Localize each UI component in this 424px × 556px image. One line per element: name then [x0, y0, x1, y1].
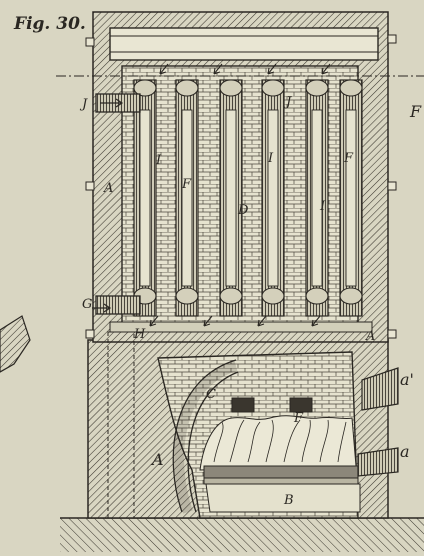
fire-flames	[199, 415, 357, 471]
label-J-top: J	[82, 97, 88, 112]
figure-title: Fig. 30.	[14, 14, 86, 34]
label-a: a	[400, 442, 410, 461]
door-a-prime[interactable]	[361, 367, 399, 411]
label-F-right: F	[344, 151, 354, 166]
heater-tube	[305, 79, 329, 317]
side-section-detail	[0, 315, 31, 373]
label-a-prime: a'	[400, 370, 414, 389]
label-I-mid: I	[268, 151, 274, 166]
arrow-in-top	[100, 98, 124, 108]
label-F-edge: F	[410, 102, 422, 121]
heater-tube	[219, 79, 243, 317]
inlet-pipe-bottom[interactable]	[95, 295, 141, 315]
label-A-left: A	[104, 181, 114, 196]
top-bolts	[85, 34, 397, 339]
heater-tube	[133, 79, 157, 317]
top-plate	[109, 27, 379, 61]
downflue-H	[107, 331, 135, 519]
label-B: B	[284, 493, 294, 508]
heater-tubes	[133, 79, 363, 317]
opening-right	[289, 397, 313, 413]
label-G: G	[82, 297, 93, 312]
label-D: D	[238, 203, 249, 218]
arch-C	[174, 361, 238, 514]
heater-tube	[175, 79, 199, 317]
heater-tube	[261, 79, 285, 317]
label-J-inner: J	[286, 95, 292, 110]
label-C: C	[206, 387, 216, 402]
grate	[203, 477, 359, 485]
ground-hatching	[60, 518, 424, 552]
flue-arrows	[149, 63, 331, 327]
label-F-left: F	[182, 177, 192, 192]
coal-bed	[203, 465, 359, 479]
label-H: H	[134, 327, 146, 342]
ashpit-B	[205, 483, 361, 513]
label-A-right: A	[366, 329, 376, 344]
opening-left	[231, 397, 255, 413]
heater-tube	[339, 79, 363, 317]
label-I-right: I	[320, 199, 326, 214]
label-A-base: A	[152, 450, 164, 469]
arrow-in-bottom	[92, 303, 112, 313]
label-F-firebox: F	[294, 411, 304, 426]
door-a[interactable]	[357, 447, 399, 477]
chamber-ledge	[109, 321, 373, 333]
label-I-left: I	[156, 153, 162, 168]
flame-strokes	[213, 419, 347, 463]
